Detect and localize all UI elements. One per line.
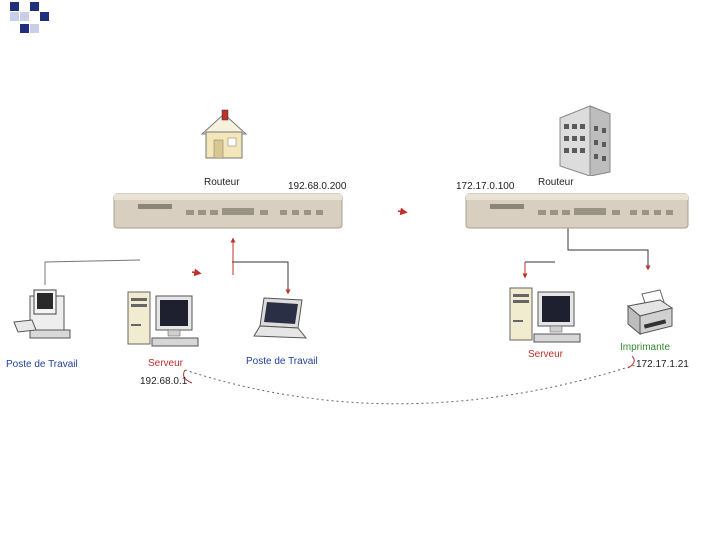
server-right-label: Serveur xyxy=(528,349,564,360)
link-router-left-workstation xyxy=(44,259,141,285)
server-icon xyxy=(127,291,199,347)
router-right-ip: 172.17.0.100 xyxy=(456,181,515,192)
workstation-left-label: Poste de Travail xyxy=(6,359,78,370)
server-left-ip: 192.68.0.1 xyxy=(140,376,188,387)
office-building-icon xyxy=(559,105,611,176)
house-icon xyxy=(200,109,248,159)
vpn-dotted-arc xyxy=(183,355,636,405)
router-icon xyxy=(465,193,689,229)
link-router-left-laptop xyxy=(232,261,291,295)
laptop-label: Poste de Travail xyxy=(246,356,318,367)
router-right-label: Routeur xyxy=(538,177,574,188)
printer-label: Imprimante xyxy=(620,342,671,353)
server-icon xyxy=(509,287,581,343)
small-red-arrow-left xyxy=(191,268,202,277)
corner-squares-decoration xyxy=(10,2,49,33)
printer-ip: 172.17.1.21 xyxy=(636,359,689,370)
router-icon xyxy=(113,193,343,229)
server-left-label: Serveur xyxy=(148,358,184,369)
workstation-icon xyxy=(13,289,71,339)
router-left-label: Routeur xyxy=(204,177,240,188)
link-router-right-server xyxy=(522,261,555,279)
laptop-icon xyxy=(253,297,308,339)
printer-icon xyxy=(626,289,674,336)
link-router-right-printer xyxy=(567,228,651,271)
small-red-arrow-center xyxy=(397,207,408,216)
router-left-ip: 192.68.0.200 xyxy=(288,181,347,192)
